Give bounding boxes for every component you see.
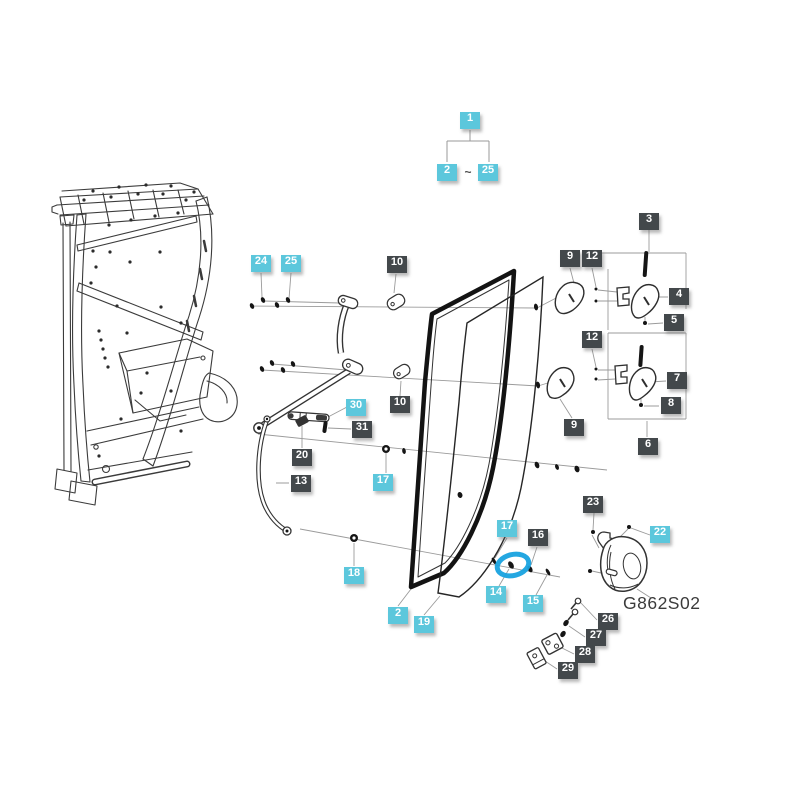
hinge-plate-7 (628, 367, 657, 401)
fasteners (249, 287, 647, 576)
part-6[interactable]: 6 (638, 438, 658, 455)
part-19[interactable]: 19 (414, 616, 434, 633)
part-29[interactable]: 29 (558, 662, 578, 679)
cab-wireframe (51, 182, 238, 506)
door-seal (408, 268, 517, 590)
door-handle-rod (256, 415, 292, 536)
part-17-upper[interactable]: 17 (373, 474, 393, 491)
hinge-pins (638, 251, 649, 367)
part-12-lower[interactable]: 12 (582, 331, 602, 348)
part-4[interactable]: 4 (669, 288, 689, 305)
part-26[interactable]: 26 (598, 613, 618, 630)
gasket-plate-upper (386, 293, 406, 311)
hinge-bracket-12-lower (614, 364, 628, 385)
pin-15 (545, 568, 551, 576)
part-12-upper[interactable]: 12 (582, 250, 602, 267)
striker-assembly (526, 597, 582, 670)
part-30[interactable]: 30 (346, 399, 366, 416)
gasket-plate-lower (392, 363, 411, 380)
bolt-8 (639, 403, 643, 407)
part-10-upper[interactable]: 10 (387, 256, 407, 273)
part-18[interactable]: 18 (344, 567, 364, 584)
leader-lines (251, 230, 687, 670)
hinge-bracket-12-upper (616, 286, 630, 307)
part-8[interactable]: 8 (661, 397, 681, 414)
bolt-5 (643, 321, 647, 325)
part-9-lower[interactable]: 9 (564, 419, 584, 436)
highlight-ellipse (494, 551, 532, 579)
pin-31 (322, 421, 328, 433)
part-10-lower[interactable]: 10 (390, 396, 410, 413)
hinge-plate-9-lower (546, 367, 575, 400)
bolt-14 (508, 561, 514, 569)
pin-17-lower (491, 557, 497, 565)
part-2[interactable]: 2 (388, 607, 408, 624)
part-16[interactable]: 16 (528, 529, 548, 546)
latch-handle-strip (287, 411, 330, 423)
part-14[interactable]: 14 (486, 586, 506, 603)
part-5[interactable]: 5 (664, 314, 684, 331)
part-24[interactable]: 24 (251, 255, 271, 272)
bolt-22 (627, 525, 631, 529)
part-range-from-2[interactable]: 2 (437, 164, 457, 181)
door-glass (437, 275, 544, 598)
part-3[interactable]: 3 (639, 213, 659, 230)
hinge-plate-9-upper (554, 281, 585, 315)
part-group-1[interactable]: 1 (460, 112, 480, 129)
part-23[interactable]: 23 (583, 496, 603, 513)
handle-bracket (295, 415, 309, 427)
part-20[interactable]: 20 (292, 449, 312, 466)
part-25[interactable]: 25 (281, 255, 301, 272)
hinge-assemblies (546, 281, 660, 401)
door-latch (597, 531, 648, 592)
bolt-23 (591, 530, 595, 534)
part-15[interactable]: 15 (523, 595, 543, 612)
figure-code: G862S02 (623, 593, 701, 613)
part-17-lower[interactable]: 17 (497, 520, 517, 537)
range-separator: ~ (464, 165, 472, 179)
part-range-to-25[interactable]: 25 (478, 164, 498, 181)
part-13[interactable]: 13 (291, 475, 311, 492)
tree-lines (446, 130, 490, 162)
part-7[interactable]: 7 (667, 372, 687, 389)
hinge-plate-4 (630, 284, 660, 319)
part-27[interactable]: 27 (586, 629, 606, 646)
part-9-upper[interactable]: 9 (560, 250, 580, 267)
part-31[interactable]: 31 (352, 421, 372, 438)
part-22[interactable]: 22 (650, 526, 670, 543)
part-28[interactable]: 28 (575, 646, 595, 663)
